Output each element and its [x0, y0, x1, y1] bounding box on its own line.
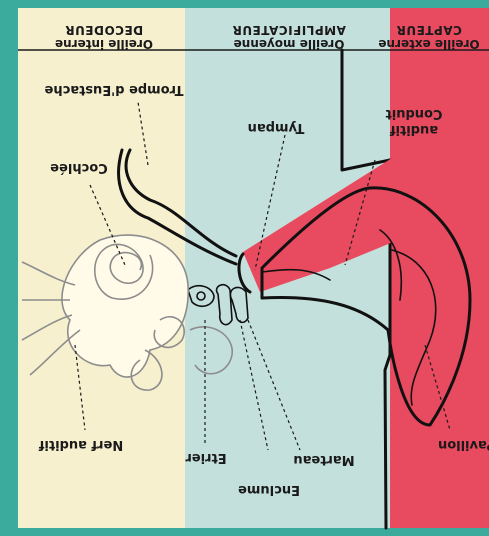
label-pavillon: Pavillon: [438, 437, 489, 452]
label-marteau: Marteau: [293, 452, 354, 467]
label-trompe: Trompe d'Eustache: [44, 82, 183, 97]
header-amplificateur-subtitle: Oreille moyenne: [234, 37, 345, 51]
label-enclume: Enclume: [238, 482, 300, 497]
header-capteur-subtitle: Oreille externe: [378, 37, 479, 51]
label-etrier: Etrier: [185, 450, 227, 465]
label-conduit-2: auditif: [390, 122, 438, 137]
header-decodeur-title: DECODEUR: [65, 23, 143, 37]
label-nerf: Nerf auditif: [38, 437, 123, 452]
header-amplificateur-title: AMPLIFICATEUR: [232, 23, 346, 37]
header-capteur-title: CAPTEUR: [396, 23, 462, 37]
header-decodeur-subtitle: Oreille interne: [55, 37, 153, 51]
label-conduit-1: Conduit: [386, 106, 443, 121]
label-tympan: Tympan: [248, 120, 305, 135]
label-cochlee: Cochlée: [50, 160, 108, 175]
